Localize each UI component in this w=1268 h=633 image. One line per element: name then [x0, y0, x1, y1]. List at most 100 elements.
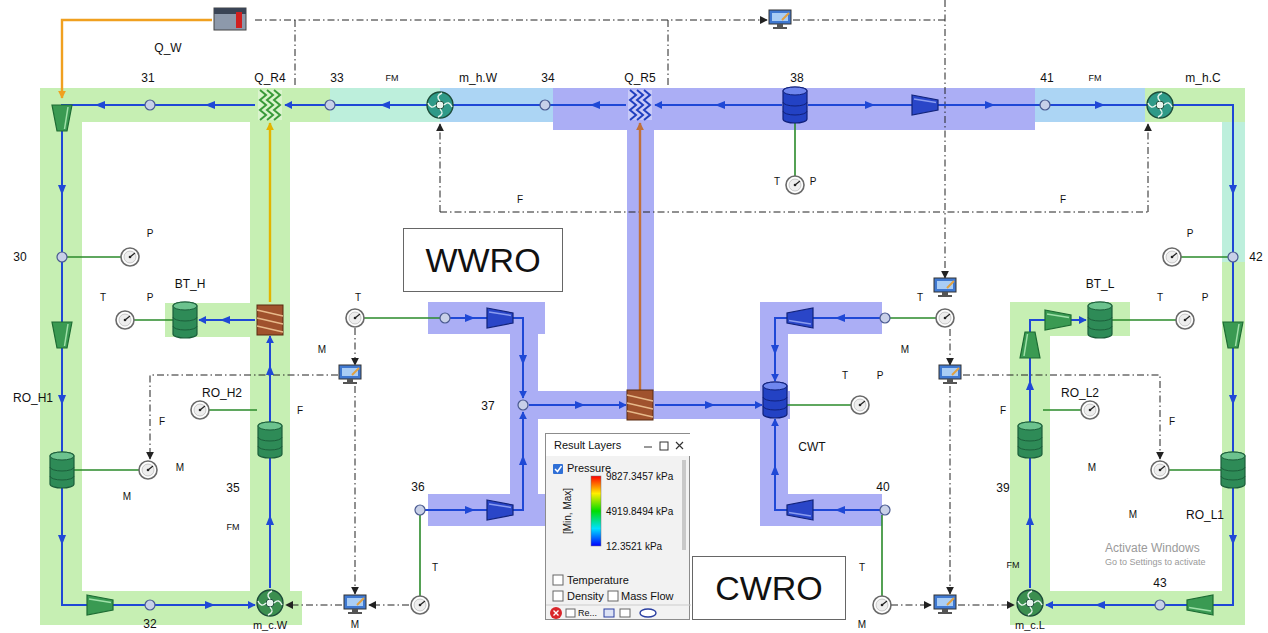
flow-arrow	[1229, 535, 1237, 545]
part-name: BT_L	[1086, 278, 1115, 290]
gauge-symbol	[419, 604, 422, 607]
signal-name: P	[877, 371, 884, 381]
reducer-symbol	[789, 321, 811, 325]
reducer-symbol	[912, 95, 938, 115]
pump-symbol	[1158, 93, 1162, 101]
tank-symbol	[783, 102, 807, 115]
flow-arrow	[1229, 185, 1237, 195]
junction-node	[145, 600, 155, 610]
reducer-symbol	[65, 324, 69, 346]
signal-line	[295, 20, 296, 88]
callout-number: 41	[1040, 72, 1053, 84]
pump-symbol	[257, 590, 283, 616]
gauge-symbol	[881, 604, 884, 607]
tank-symbol	[173, 302, 197, 338]
sensor-wire	[787, 404, 851, 406]
gauge-symbol	[411, 596, 429, 614]
controller-symbol	[773, 27, 787, 29]
result-band	[165, 303, 290, 337]
gauge-symbol	[191, 401, 209, 419]
callout-number: 30	[13, 251, 26, 263]
signal-line	[1148, 124, 1149, 212]
reducer-symbol	[1020, 332, 1040, 358]
controller-symbol	[942, 292, 948, 295]
gauge-symbol	[1081, 401, 1099, 419]
tank-symbol	[783, 87, 807, 95]
panel-title: Result Layers	[554, 439, 621, 452]
tank-symbol	[1088, 302, 1112, 338]
result-band	[1010, 591, 1245, 625]
part-name: RO_L1	[1186, 509, 1224, 521]
callout-number: 39	[996, 482, 1009, 494]
signal-name: M	[351, 620, 359, 630]
reducer-symbol	[912, 95, 938, 115]
gauge-symbol	[194, 404, 206, 416]
reducer-symbol	[52, 105, 72, 131]
pump-symbol	[1156, 101, 1164, 109]
pump-symbol	[268, 607, 272, 615]
signal-name: M	[1088, 463, 1096, 473]
pump-symbol	[444, 103, 452, 107]
tank-symbol	[783, 87, 807, 123]
reducer-symbol	[52, 322, 72, 348]
pump-symbol	[266, 599, 274, 607]
controller-symbol	[339, 365, 361, 379]
signal-name: M	[318, 345, 326, 355]
gauge-symbol	[142, 464, 154, 476]
flow-arrow	[58, 535, 66, 545]
gauge-symbol	[119, 314, 131, 326]
heat-exchanger-symbol	[258, 90, 282, 120]
signal-line	[150, 0, 1160, 605]
flow-arrow	[266, 365, 274, 375]
controller-symbol	[343, 382, 357, 384]
signal-line	[950, 386, 951, 594]
junction-node	[1155, 600, 1165, 610]
flow-arrow	[1095, 601, 1105, 609]
gauge-symbol	[936, 309, 954, 327]
watermark: Activate Windows	[1105, 542, 1200, 554]
gauge-symbol	[851, 396, 869, 414]
result-layers-panel: Result LayersPressure9827.3457 kPa4919.8…	[545, 433, 690, 620]
reducer-symbol	[1047, 314, 1069, 318]
signal-name: P	[1202, 293, 1209, 303]
reducer-symbol	[65, 107, 69, 129]
gauge-symbol	[346, 309, 364, 327]
signal-name: F	[1169, 417, 1175, 427]
reducer-symbol	[487, 500, 513, 520]
gauge-symbol	[411, 596, 429, 614]
pump-symbol	[257, 590, 283, 616]
reducer-symbol	[1187, 595, 1213, 615]
controller-symbol	[342, 368, 358, 376]
layer-name: Temperature	[567, 574, 629, 587]
signal-line	[440, 212, 1148, 213]
signal-name: FM	[1089, 74, 1102, 83]
pump-symbol	[438, 109, 442, 117]
signal-name: T	[1157, 293, 1163, 303]
layer-name: Pressure	[567, 462, 611, 475]
flow-arrow	[58, 395, 66, 405]
heat-exchanger-symbol	[260, 90, 266, 120]
signal-name: T	[432, 563, 438, 573]
reducer-symbol	[489, 312, 511, 316]
gauge-symbol	[1154, 464, 1166, 476]
tank-symbol	[1018, 422, 1042, 458]
signal-name: F	[1000, 406, 1006, 416]
gauge-symbol	[116, 311, 134, 329]
reducer-symbol	[787, 500, 813, 520]
junction-node	[325, 100, 335, 110]
reducer-symbol	[1236, 324, 1240, 346]
gauge-symbol	[944, 317, 947, 320]
controller-symbol	[348, 612, 362, 614]
pipe	[775, 318, 880, 381]
panel-chrome-part	[640, 609, 656, 617]
tank-symbol	[173, 302, 197, 338]
signal-name: M	[1129, 510, 1137, 520]
signal-name: FM	[1007, 561, 1020, 570]
callout-number: 35	[226, 482, 239, 494]
reducer-symbol	[487, 308, 513, 328]
flow-arrow	[380, 101, 390, 109]
tank-symbol	[173, 317, 197, 330]
pump-symbol	[258, 601, 266, 605]
panel-chrome-part	[682, 460, 686, 550]
flow-arrow	[1026, 380, 1034, 390]
